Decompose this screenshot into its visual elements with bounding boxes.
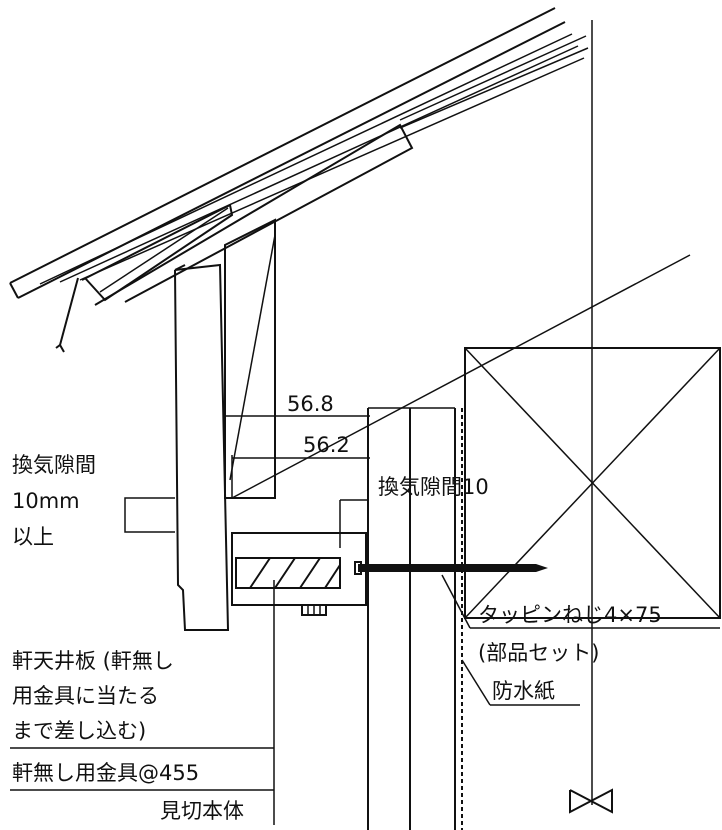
screw-label-line-1: タッピンねじ4×75 [478, 603, 662, 627]
cutoff-body-label: 見切本体 [160, 799, 244, 823]
dimension-56-8: 56.8 [287, 392, 334, 416]
ceiling-board-line-1: 軒天井板 (軒無し [12, 649, 174, 673]
beam-cross-section [464, 347, 721, 619]
vent-gap-right-label: 換気隙間10 [378, 475, 489, 499]
vent-gap-left-line-1: 換気隙間 [12, 453, 96, 477]
fascia-rafter [94, 123, 414, 499]
waterproof-label: 防水紙 [492, 679, 555, 703]
screw-label-line-2: (部品セット) [478, 641, 599, 665]
labels: 換気隙間 10mm 以上 換気隙間10 タッピンねじ4×75 (部品セット) 防… [12, 453, 662, 823]
vent-gap-left-bracket [124, 497, 175, 533]
eave-flashing [55, 203, 234, 353]
roof-layers [9, 7, 589, 299]
dimension-56-2: 56.2 [303, 433, 350, 457]
ground-marker [569, 788, 613, 814]
bracket-assembly [231, 499, 368, 616]
tapping-screw [354, 561, 548, 575]
vent-gap-left-line-3: 以上 [12, 525, 54, 549]
ceiling-board-line-2: 用金具に当たる [12, 684, 159, 708]
vent-gap-left-line-2: 10mm [12, 489, 80, 513]
dimension-lines: 56.8 56.2 [225, 392, 370, 498]
ceiling-board [174, 263, 230, 631]
bracket-label: 軒無し用金具@455 [12, 761, 199, 785]
ceiling-board-line-3: まで差し込む) [12, 719, 146, 743]
slope-reference-line [231, 254, 691, 499]
wall-frame [367, 407, 463, 830]
leader-lines [10, 574, 720, 825]
